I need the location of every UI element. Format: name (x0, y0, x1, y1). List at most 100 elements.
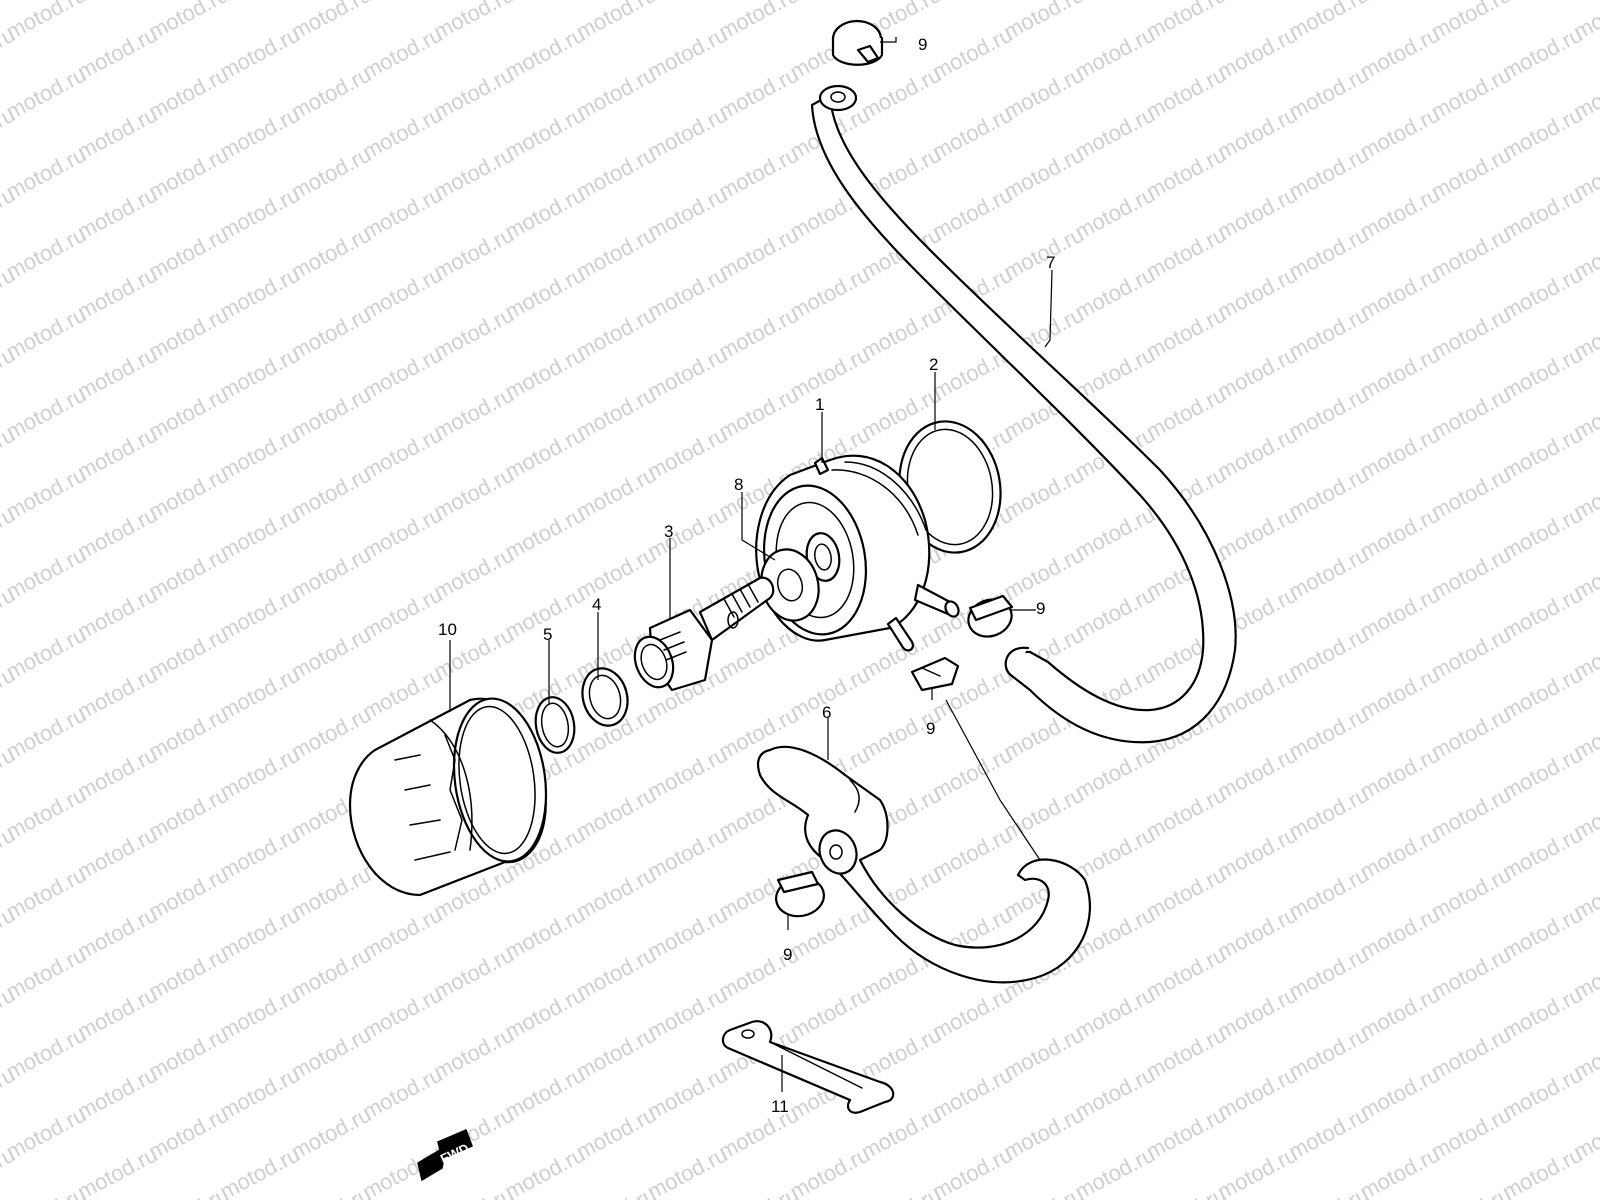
watermark-text: motod.ru (1284, 382, 1372, 445)
watermark-text: motod.ru (216, 582, 304, 645)
callout-9-mid: 9 (926, 719, 935, 738)
callout-2: 2 (929, 355, 938, 374)
watermark-text: motod.ru (572, 1182, 660, 1200)
watermark-text: motod.ru (2, 462, 90, 525)
watermark-text: motod.ru (358, 662, 446, 725)
watermark-text: motod.ru (1569, 1182, 1600, 1200)
watermark-text: motod.ru (2, 1022, 90, 1085)
watermark-text: motod.ru (1284, 542, 1372, 605)
watermark-text: motod.ru (73, 182, 161, 245)
watermark-text: motod.ru (643, 742, 731, 805)
watermark-text: motod.ru (2, 1182, 90, 1200)
watermark-text: motod.ru (1213, 422, 1301, 485)
watermark-text: motod.ru (144, 62, 232, 125)
watermark-text: motod.ru (287, 622, 375, 685)
watermark-text: motod.ru (358, 1062, 446, 1125)
watermark-text: motod.ru (1427, 862, 1515, 925)
watermark-text: motod.ru (928, 742, 1016, 805)
watermark-text: motod.ru (287, 1022, 375, 1085)
watermark-text: motod.ru (501, 1062, 589, 1125)
callout-8: 8 (734, 475, 743, 494)
watermark-text: motod.ru (216, 662, 304, 725)
watermark-text: motod.ru (643, 22, 731, 85)
watermark-text: motod.ru (999, 1182, 1087, 1200)
watermark-text: motod.ru (643, 1142, 731, 1200)
watermark-text: motod.ru (2, 382, 90, 445)
part-hose-7 (810, 84, 1237, 744)
watermark-text: motod.ru (1498, 102, 1586, 165)
watermark-text: motod.ru (1284, 62, 1372, 125)
watermark-text: motod.ru (572, 462, 660, 525)
watermark-text: motod.ru (1356, 662, 1444, 725)
watermark-text: motod.ru (358, 422, 446, 485)
watermark-text: motod.ru (1427, 702, 1515, 765)
watermark-text: motod.ru (1071, 1142, 1159, 1200)
watermark-text: motod.ru (1498, 582, 1586, 645)
watermark-text: motod.ru (73, 662, 161, 725)
watermark-text: motod.ru (786, 342, 874, 405)
watermark-text: motod.ru (1356, 22, 1444, 85)
part-clamp-9-mid (910, 656, 960, 692)
watermark-text: motod.ru (572, 62, 660, 125)
watermark-text: motod.ru (2, 942, 90, 1005)
watermark-text: motod.ru (216, 262, 304, 325)
watermark-text: motod.ru (287, 542, 375, 605)
part-hose-6 (756, 745, 1091, 984)
watermark-text: motod.ru (501, 902, 589, 965)
watermark-text: motod.ru (786, 1142, 874, 1200)
watermark-text: motod.ru (572, 382, 660, 445)
watermark-text: motod.ru (501, 262, 589, 325)
part-oil-filter-10 (348, 697, 548, 897)
watermark-text: motod.ru (2, 542, 90, 605)
watermark-text: motod.ru (1356, 982, 1444, 1045)
callout-5: 5 (543, 625, 552, 644)
watermark-text: motod.ru (928, 22, 1016, 85)
watermark-text: motod.ru (1142, 782, 1230, 845)
watermark-text: motod.ru (1213, 822, 1301, 885)
watermark-text: motod.ru (73, 422, 161, 485)
watermark-text: motod.ru (1498, 1142, 1586, 1200)
watermark-text: motod.ru (1356, 502, 1444, 565)
watermark-text: motod.ru (73, 342, 161, 405)
watermark-text: motod.ru (572, 542, 660, 605)
watermark-text: motod.ru (358, 502, 446, 565)
watermark-text: motod.ru (1213, 342, 1301, 405)
watermark-text: motod.ru (2, 862, 90, 925)
callout-10: 10 (438, 620, 457, 639)
watermark-text: motod.ru (643, 982, 731, 1045)
watermark-text: motod.ru (1213, 1142, 1301, 1200)
watermark-text: motod.ru (714, 382, 802, 445)
callout-9-top: 9 (918, 35, 927, 54)
watermark-text: motod.ru (2, 622, 90, 685)
watermark-text: motod.ru (216, 22, 304, 85)
watermark-text: motod.ru (1427, 1102, 1515, 1165)
watermark-text: motod.ru (73, 502, 161, 565)
watermark-text: motod.ru (572, 222, 660, 285)
watermark-text: motod.ru (1427, 62, 1515, 125)
callout-9-lower: 9 (783, 945, 792, 964)
watermark-text: motod.ru (1213, 1062, 1301, 1125)
watermark-text: motod.ru (1213, 262, 1301, 325)
watermark-text: motod.ru (429, 302, 517, 365)
watermark-text: motod.ru (501, 342, 589, 405)
watermark-text: motod.ru (643, 422, 731, 485)
watermark-text: motod.ru (1284, 702, 1372, 765)
watermark-text: motod.ru (643, 502, 731, 565)
watermark-text: motod.ru (501, 102, 589, 165)
watermark-text: motod.ru (287, 702, 375, 765)
watermark-text: motod.ru (1284, 1182, 1372, 1200)
callout-4: 4 (592, 595, 601, 614)
watermark-text: motod.ru (287, 862, 375, 925)
watermark-text: motod.ru (1498, 902, 1586, 965)
watermark-text: motod.ru (1427, 542, 1515, 605)
watermark-text: motod.ru (1498, 422, 1586, 485)
watermark-text: motod.ru (287, 62, 375, 125)
watermark-text: motod.ru (572, 142, 660, 205)
watermark-text: motod.ru (643, 1062, 731, 1125)
watermark-text: motod.ru (287, 142, 375, 205)
watermark-text: motod.ru (999, 222, 1087, 285)
watermark-text: motod.ru (501, 1142, 589, 1200)
watermark-text: motod.ru (429, 1182, 517, 1200)
watermark-text: motod.ru (144, 942, 232, 1005)
watermark-text: motod.ru (999, 462, 1087, 525)
